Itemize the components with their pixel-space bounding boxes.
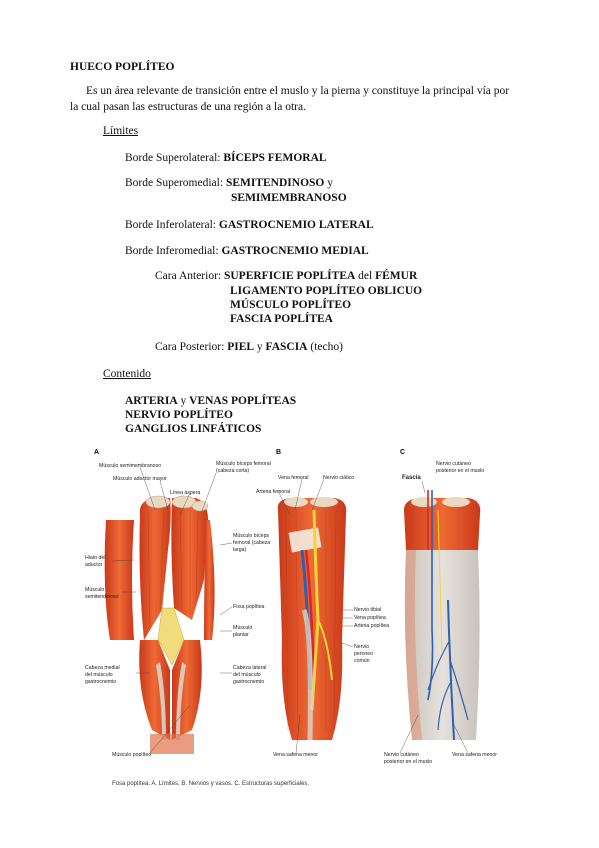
label-semimembranoso: Músculo semimembranoso bbox=[99, 463, 161, 469]
anterior-value3: MÚSCULO POPLÍTEO bbox=[230, 299, 352, 311]
label-cutaneo-top-1: Nervio cutáneo bbox=[436, 461, 471, 467]
label-cutaneo-top-2: posterior en el muslo bbox=[436, 468, 485, 474]
contenido-line1: ARTERIA y VENAS POPLÍTEAS bbox=[125, 395, 296, 407]
label-fascia: Fascia bbox=[402, 475, 421, 481]
inferomedial-value: GASTROCNEMIO MEDIAL bbox=[221, 245, 369, 257]
label-biceps-corta-1: Músculo bíceps femoral bbox=[216, 461, 271, 467]
label-linea-aspera: Línea áspera bbox=[170, 490, 201, 496]
label-arteria-poplitea: Arteria poplítea bbox=[354, 623, 390, 629]
panel-b-letter: B bbox=[276, 449, 282, 456]
label-semitendinoso-2: semitendinoso bbox=[85, 594, 119, 600]
label-lateral-3: gastrocnemio bbox=[233, 679, 265, 685]
posterior-value1: PIEL bbox=[227, 341, 255, 353]
label-vena-femoral: Vena femoral bbox=[278, 475, 309, 481]
panel-a-illustration bbox=[104, 495, 215, 754]
label-hiato-2: aductor bbox=[85, 562, 103, 568]
superolateral-value: BÍCEPS FEMORAL bbox=[223, 152, 327, 164]
posterior-label: Cara Posterior: bbox=[155, 341, 225, 353]
label-medial-1: Cabeza medial bbox=[85, 665, 120, 671]
contenido-line1b: VENAS POPLÍTEAS bbox=[189, 395, 297, 407]
panel-c-illustration bbox=[404, 490, 481, 741]
contenido-line2: NERVIO POPLÍTEO bbox=[125, 409, 233, 421]
page-title: HUECO POPLÍTEO bbox=[70, 61, 175, 73]
inferomedial-row: Borde Inferomedial: GASTROCNEMIO MEDIAL bbox=[125, 245, 369, 257]
label-peroneo-3: común bbox=[354, 658, 370, 664]
posterior-note: (techo) bbox=[310, 341, 343, 353]
label-peroneo-1: Nervio bbox=[354, 644, 369, 650]
label-plantar-2: plantar bbox=[233, 632, 249, 638]
superolateral-row: Borde Superolateral: BÍCEPS FEMORAL bbox=[125, 152, 327, 164]
label-biceps-corta-2: (cabeza corta) bbox=[216, 468, 250, 474]
label-plantar-1: Músculo bbox=[233, 625, 253, 631]
label-biceps-larga-2: femoral (cabeza bbox=[233, 540, 271, 546]
label-lateral-2: del músculo bbox=[233, 672, 261, 678]
anterior-value1: SUPERFICIE POPLÍTEA bbox=[223, 270, 356, 282]
posterior-value2: FASCIA bbox=[265, 341, 308, 353]
contenido-line3: GANGLIOS LINFÁTICOS bbox=[125, 423, 262, 435]
label-safena-menor-b: Vena safena menor bbox=[273, 752, 318, 758]
label-arteria-femoral: Arteria femoral bbox=[256, 489, 291, 495]
superomedial-conj: y bbox=[327, 177, 333, 189]
superomedial-value2: SEMIMEMBRANOSO bbox=[231, 192, 347, 204]
label-medial-3: gastrocnemio bbox=[85, 679, 117, 685]
contenido-heading: Contenido bbox=[103, 368, 151, 380]
label-nervio-tibial: Nervio tibial bbox=[354, 607, 382, 613]
posterior-row: Cara Posterior: PIEL y FASCIA (techo) bbox=[155, 341, 343, 353]
label-cutaneo-bot-2: posterior en el muslo bbox=[384, 759, 433, 765]
label-lateral-1: Cabeza lateral bbox=[233, 665, 267, 671]
label-semitendinoso-1: Músculo bbox=[85, 587, 105, 593]
inferolateral-value: GASTROCNEMIO LATERAL bbox=[218, 219, 374, 231]
superomedial-value1: SEMITENDINOSO bbox=[225, 177, 325, 189]
label-popliteo: Músculo poplíteo bbox=[112, 752, 152, 758]
panel-a-letter: A bbox=[94, 449, 100, 456]
inferolateral-label: Borde Inferolateral: bbox=[125, 219, 216, 231]
panel-b-illustration bbox=[277, 497, 347, 741]
label-safena-menor-c: Vena safena menor bbox=[452, 752, 497, 758]
superomedial-row: Borde Superomedial: SEMITENDINOSO y bbox=[125, 177, 333, 189]
superomedial-label: Borde Superomedial: bbox=[125, 177, 224, 189]
contenido-line1a: ARTERIA bbox=[125, 395, 178, 407]
limites-heading: Límites bbox=[103, 125, 139, 137]
inferomedial-label: Borde Inferomedial: bbox=[125, 245, 219, 257]
label-vena-poplitea: Vena poplítea bbox=[354, 615, 386, 621]
label-aductor-mayor: Músculo aductor mayor bbox=[113, 476, 167, 482]
label-hiato-1: Hiato del bbox=[85, 555, 106, 561]
label-medial-2: del músculo bbox=[85, 672, 113, 678]
intro-paragraph: Es un área relevante de transición entre… bbox=[70, 85, 510, 113]
label-biceps-larga-3: larga) bbox=[233, 547, 247, 553]
anterior-del: del bbox=[358, 270, 373, 282]
label-fosa: Fosa poplítea bbox=[233, 604, 265, 610]
label-biceps-larga-1: Músculo bíceps bbox=[233, 533, 270, 539]
label-peroneo-2: peroneo bbox=[354, 651, 374, 657]
label-cutaneo-bot-1: Nervio cutáneo bbox=[384, 752, 419, 758]
panel-c-letter: C bbox=[400, 449, 406, 456]
anterior-value4: FASCIA POPLÍTEA bbox=[230, 313, 333, 325]
anterior-value2: LIGAMENTO POPLÍTEO OBLICUO bbox=[230, 285, 423, 297]
anterior-row: Cara Anterior: SUPERFICIE POPLÍTEA del F… bbox=[155, 270, 417, 282]
label-nervio-ciatico: Nervio ciático bbox=[323, 475, 355, 481]
contenido-line1-conj: y bbox=[180, 395, 187, 407]
figure-caption: Fosa poplítea. A. Límites. B. Nervios y … bbox=[112, 781, 310, 787]
inferolateral-row: Borde Inferolateral: GASTROCNEMIO LATERA… bbox=[125, 219, 374, 231]
superolateral-label: Borde Superolateral: bbox=[125, 152, 221, 164]
leader-lines bbox=[111, 466, 469, 754]
anterior-value1b: FÉMUR bbox=[375, 270, 418, 282]
anterior-label: Cara Anterior: bbox=[155, 270, 222, 282]
posterior-conj: y bbox=[256, 341, 263, 353]
